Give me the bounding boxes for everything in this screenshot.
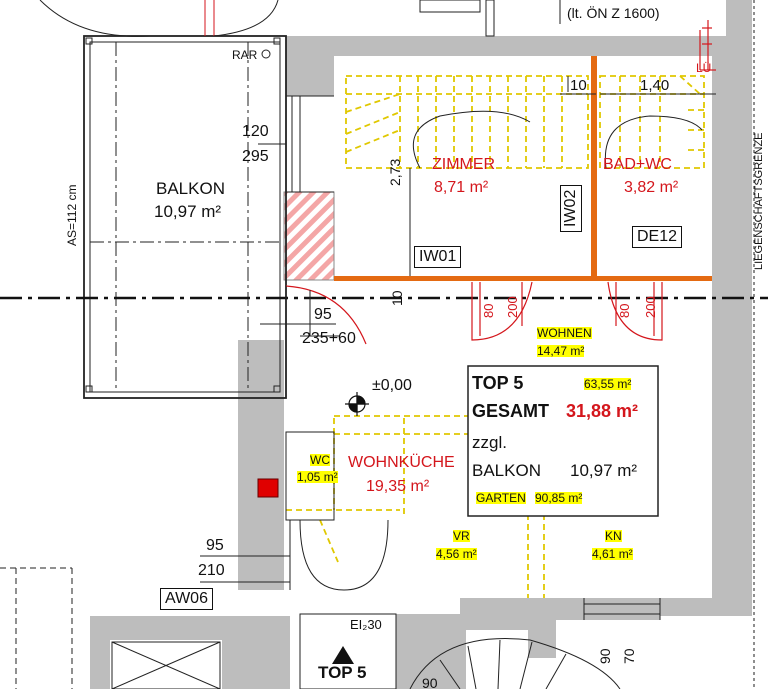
summary-box — [467, 365, 659, 517]
room-kn-area: 4,61 m² — [592, 547, 633, 561]
door1-height: 200 — [505, 296, 520, 318]
dim-140: 1,40 — [640, 77, 670, 94]
entrance-arrow — [332, 646, 354, 664]
balcony-outline — [83, 35, 287, 399]
room-wohnen-area: 14,47 m² — [537, 344, 585, 358]
room-wohnkueche-name: WOHNKÜCHE — [348, 454, 455, 471]
level-marker — [345, 392, 369, 416]
summary-total-area: 31,88 m² — [566, 401, 639, 421]
ventilation-label: LÜ — [696, 61, 712, 75]
dim-273: 2,73 — [387, 158, 403, 186]
summary-top-label: TOP 5 — [472, 373, 524, 393]
staircase-lower — [111, 598, 661, 689]
room-badwc-name: BAD+WC — [603, 156, 672, 173]
door2-height: 200 — [643, 296, 658, 318]
partition-walls — [334, 56, 712, 281]
door3-height: 235+60 — [302, 330, 356, 347]
room-zimmer-name: ZIMMER — [432, 156, 496, 173]
room-vr-area: 4,56 m² — [436, 547, 477, 561]
door3-width: 95 — [314, 306, 332, 323]
summary-garden-area: 90,85 m² — [535, 491, 583, 505]
dim-70: 70 — [621, 648, 637, 664]
tag-iw01: IW01 — [414, 246, 462, 268]
room-wc-name: WC — [310, 453, 330, 467]
entrance-label: TOP 5 — [318, 663, 367, 682]
window-dim-bottom: 295 — [242, 148, 269, 165]
level-label: ±0,00 — [372, 377, 412, 394]
room-badwc-area: 3,82 m² — [624, 179, 679, 196]
balcony-name: BALKON — [156, 179, 225, 198]
fire-rating-label: EI₂30 — [350, 617, 382, 632]
summary-garden-label: GARTEN — [476, 491, 526, 505]
tag-de12: DE12 — [632, 226, 683, 248]
room-wohnkueche-area: 19,35 m² — [366, 478, 430, 495]
dim-90: 90 — [597, 648, 613, 664]
room-wohnen-name: WOHNEN — [537, 326, 592, 340]
tag-iw02: IW02 — [560, 184, 582, 232]
door1-width: 80 — [481, 303, 496, 318]
window-dim-top: 120 — [242, 123, 269, 140]
boundary-label: LIEGENSCHAFTSGRENZE — [753, 132, 765, 270]
summary-balcony-label: BALKON — [472, 461, 541, 480]
tag-aw06: AW06 — [160, 588, 213, 610]
ventilation-symbol — [699, 20, 716, 71]
room-kn-name: KN — [605, 529, 622, 543]
doors — [285, 281, 663, 345]
dim-10-top: 10 — [570, 77, 587, 94]
balcony-as-label: AS=112 cm — [65, 184, 79, 246]
room-wc-area: 1,05 m² — [297, 470, 338, 484]
door4-width: 95 — [206, 537, 224, 554]
hatched-wall — [283, 191, 335, 281]
balcony-area: 10,97 m² — [154, 202, 222, 221]
rar-label: RAR — [232, 48, 258, 62]
door2-width: 80 — [617, 303, 632, 318]
dim-90-bottom: 90 — [422, 675, 438, 691]
room-zimmer-area: 8,71 m² — [434, 179, 489, 196]
norm-note: (lt. ÖN Z 1600) — [567, 5, 660, 21]
room-vr-name: VR — [453, 529, 470, 543]
summary-balcony-area: 10,97 m² — [570, 461, 638, 480]
dim-10-side: 10 — [389, 290, 405, 306]
summary-total-label: GESAMT — [472, 401, 550, 421]
summary-garden-area-top: 63,55 m² — [584, 377, 632, 391]
summary-plus-label: zzgl. — [472, 433, 507, 452]
marker-square — [257, 478, 279, 498]
door4-height: 210 — [198, 562, 225, 579]
